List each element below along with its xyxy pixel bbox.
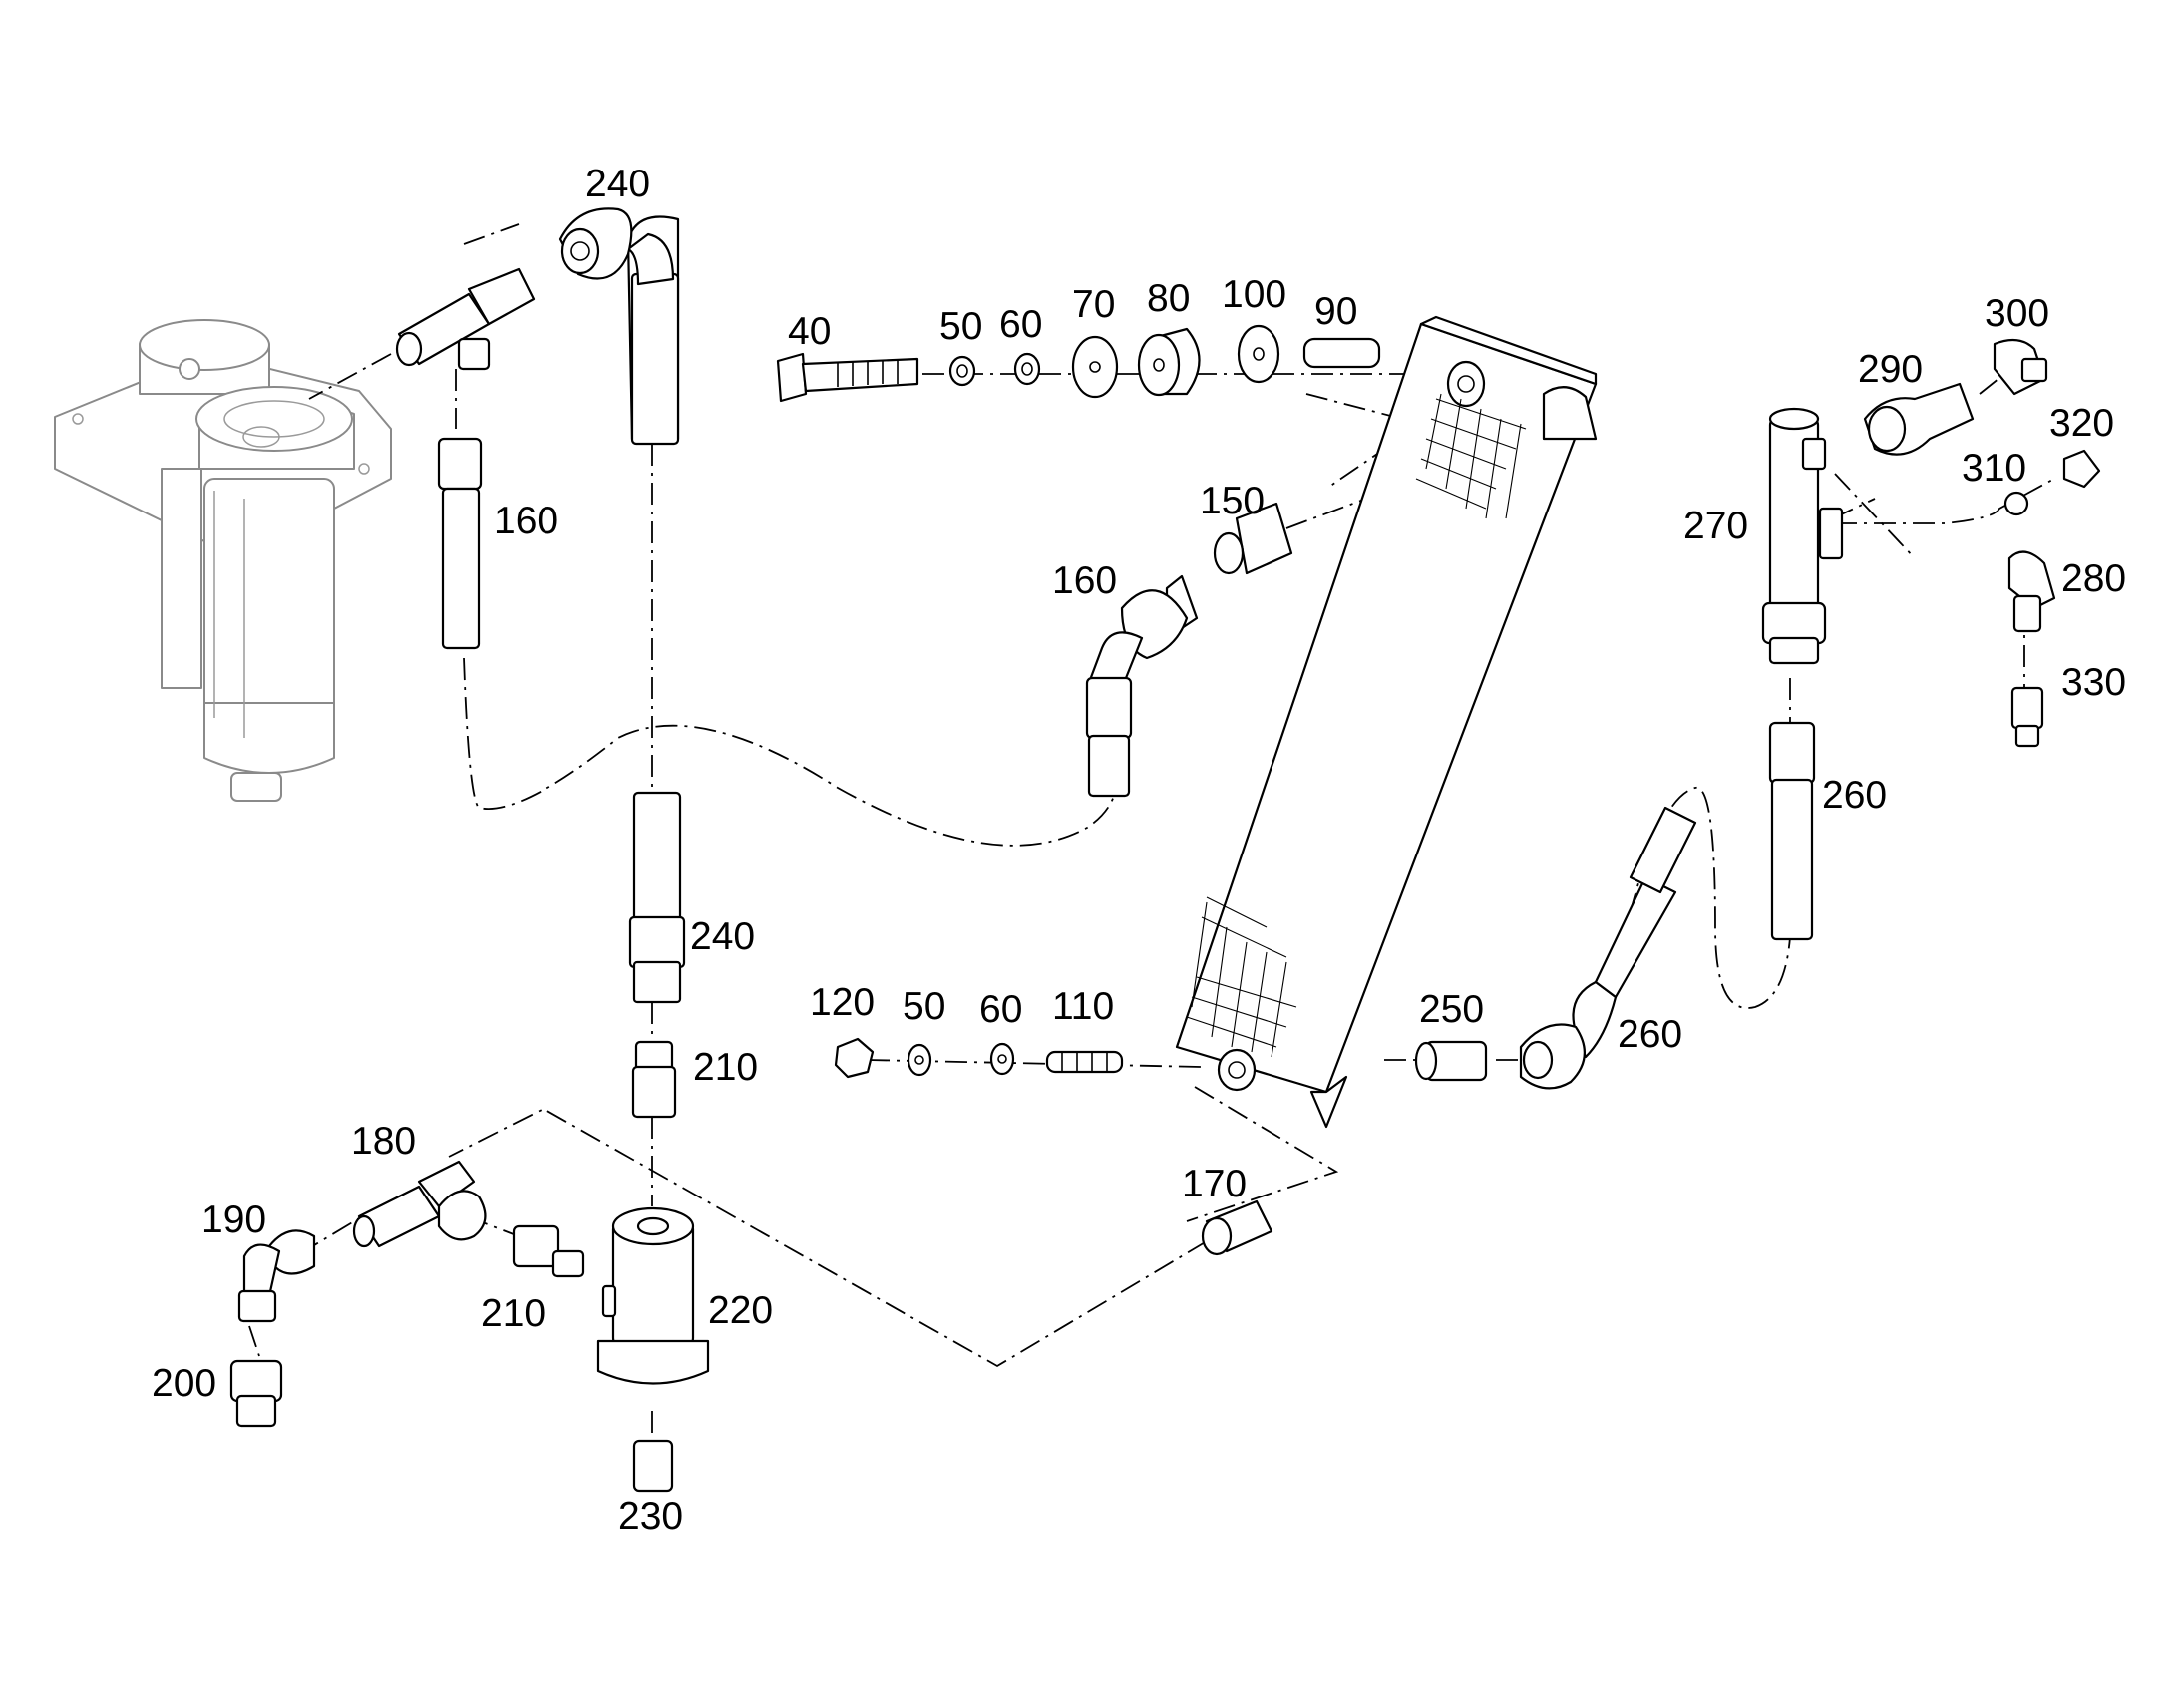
callout-70: 70	[1072, 283, 1115, 326]
callout-330: 330	[2061, 661, 2126, 704]
callout-40: 40	[788, 310, 831, 353]
callout-210: 210	[693, 1046, 758, 1089]
hose-240-upper	[558, 207, 680, 446]
callout-90: 90	[1314, 290, 1357, 333]
oil-cooler-core	[1175, 315, 1598, 1129]
callout-160: 160	[494, 500, 558, 542]
callout-60: 60	[999, 303, 1042, 346]
callout-260: 260	[1618, 1013, 1682, 1056]
lower-left-fittings	[229, 1160, 1273, 1428]
callout-labels: 240 160 40 50 60 70 80 100 90 150 160 30…	[152, 163, 2126, 1537]
callout-240: 240	[585, 163, 650, 205]
callout-210: 210	[481, 1292, 545, 1335]
hose-240-lower	[628, 791, 686, 1004]
assembly-lines	[248, 223, 2055, 1436]
mounting-bolt-stack	[776, 324, 1381, 403]
hose-160-left	[437, 437, 483, 650]
fitting-210-vertical	[631, 1040, 677, 1119]
callout-260: 260	[1822, 774, 1887, 817]
callout-60: 60	[979, 988, 1022, 1031]
callout-300: 300	[1985, 292, 2049, 335]
callout-250: 250	[1419, 988, 1484, 1031]
callout-190: 190	[201, 1198, 266, 1241]
callout-50: 50	[939, 305, 982, 348]
callout-290: 290	[1858, 348, 1923, 391]
callout-240: 240	[690, 915, 755, 958]
callout-150: 150	[1200, 480, 1265, 522]
filter-housing-220	[596, 1206, 710, 1493]
callout-160: 160	[1052, 559, 1117, 602]
callout-80: 80	[1147, 277, 1190, 320]
callout-320: 320	[2049, 402, 2114, 445]
callout-230: 230	[618, 1495, 683, 1537]
callout-280: 280	[2061, 557, 2126, 600]
callout-50: 50	[903, 985, 945, 1028]
callout-270: 270	[1683, 505, 1748, 547]
hose-260-right	[1768, 721, 1816, 941]
callout-110: 110	[1052, 985, 1114, 1028]
callout-170: 170	[1182, 1163, 1247, 1205]
bolt-stack-lower	[834, 1037, 1124, 1079]
callout-180: 180	[351, 1120, 416, 1163]
hose-260-lower	[1414, 806, 1697, 1090]
right-assembly	[1761, 338, 2101, 748]
callout-220: 220	[708, 1289, 773, 1332]
hose-160-center	[1085, 502, 1293, 798]
callout-120: 120	[810, 981, 875, 1024]
callout-310: 310	[1962, 447, 2026, 490]
t-connector-upper	[395, 267, 536, 371]
reference-pump-assembly	[54, 319, 392, 802]
callout-200: 200	[152, 1362, 216, 1405]
callout-100: 100	[1222, 273, 1286, 316]
